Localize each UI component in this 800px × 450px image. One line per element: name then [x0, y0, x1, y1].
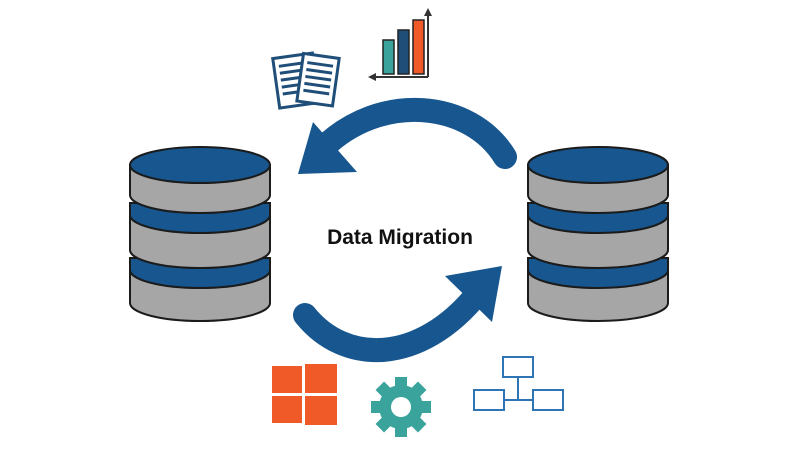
documents-icon: [271, 51, 341, 110]
bar-chart-icon: [368, 8, 432, 81]
windows-icon: [272, 364, 337, 425]
source-database-icon: [129, 146, 271, 322]
gear-icon: [371, 377, 431, 437]
migration-arrow-bottom: [293, 266, 502, 363]
target-database-icon: [527, 146, 669, 322]
migration-arrow-top: [298, 97, 517, 174]
diagram-title: Data Migration: [327, 226, 473, 249]
flowchart-icon: [473, 356, 564, 411]
